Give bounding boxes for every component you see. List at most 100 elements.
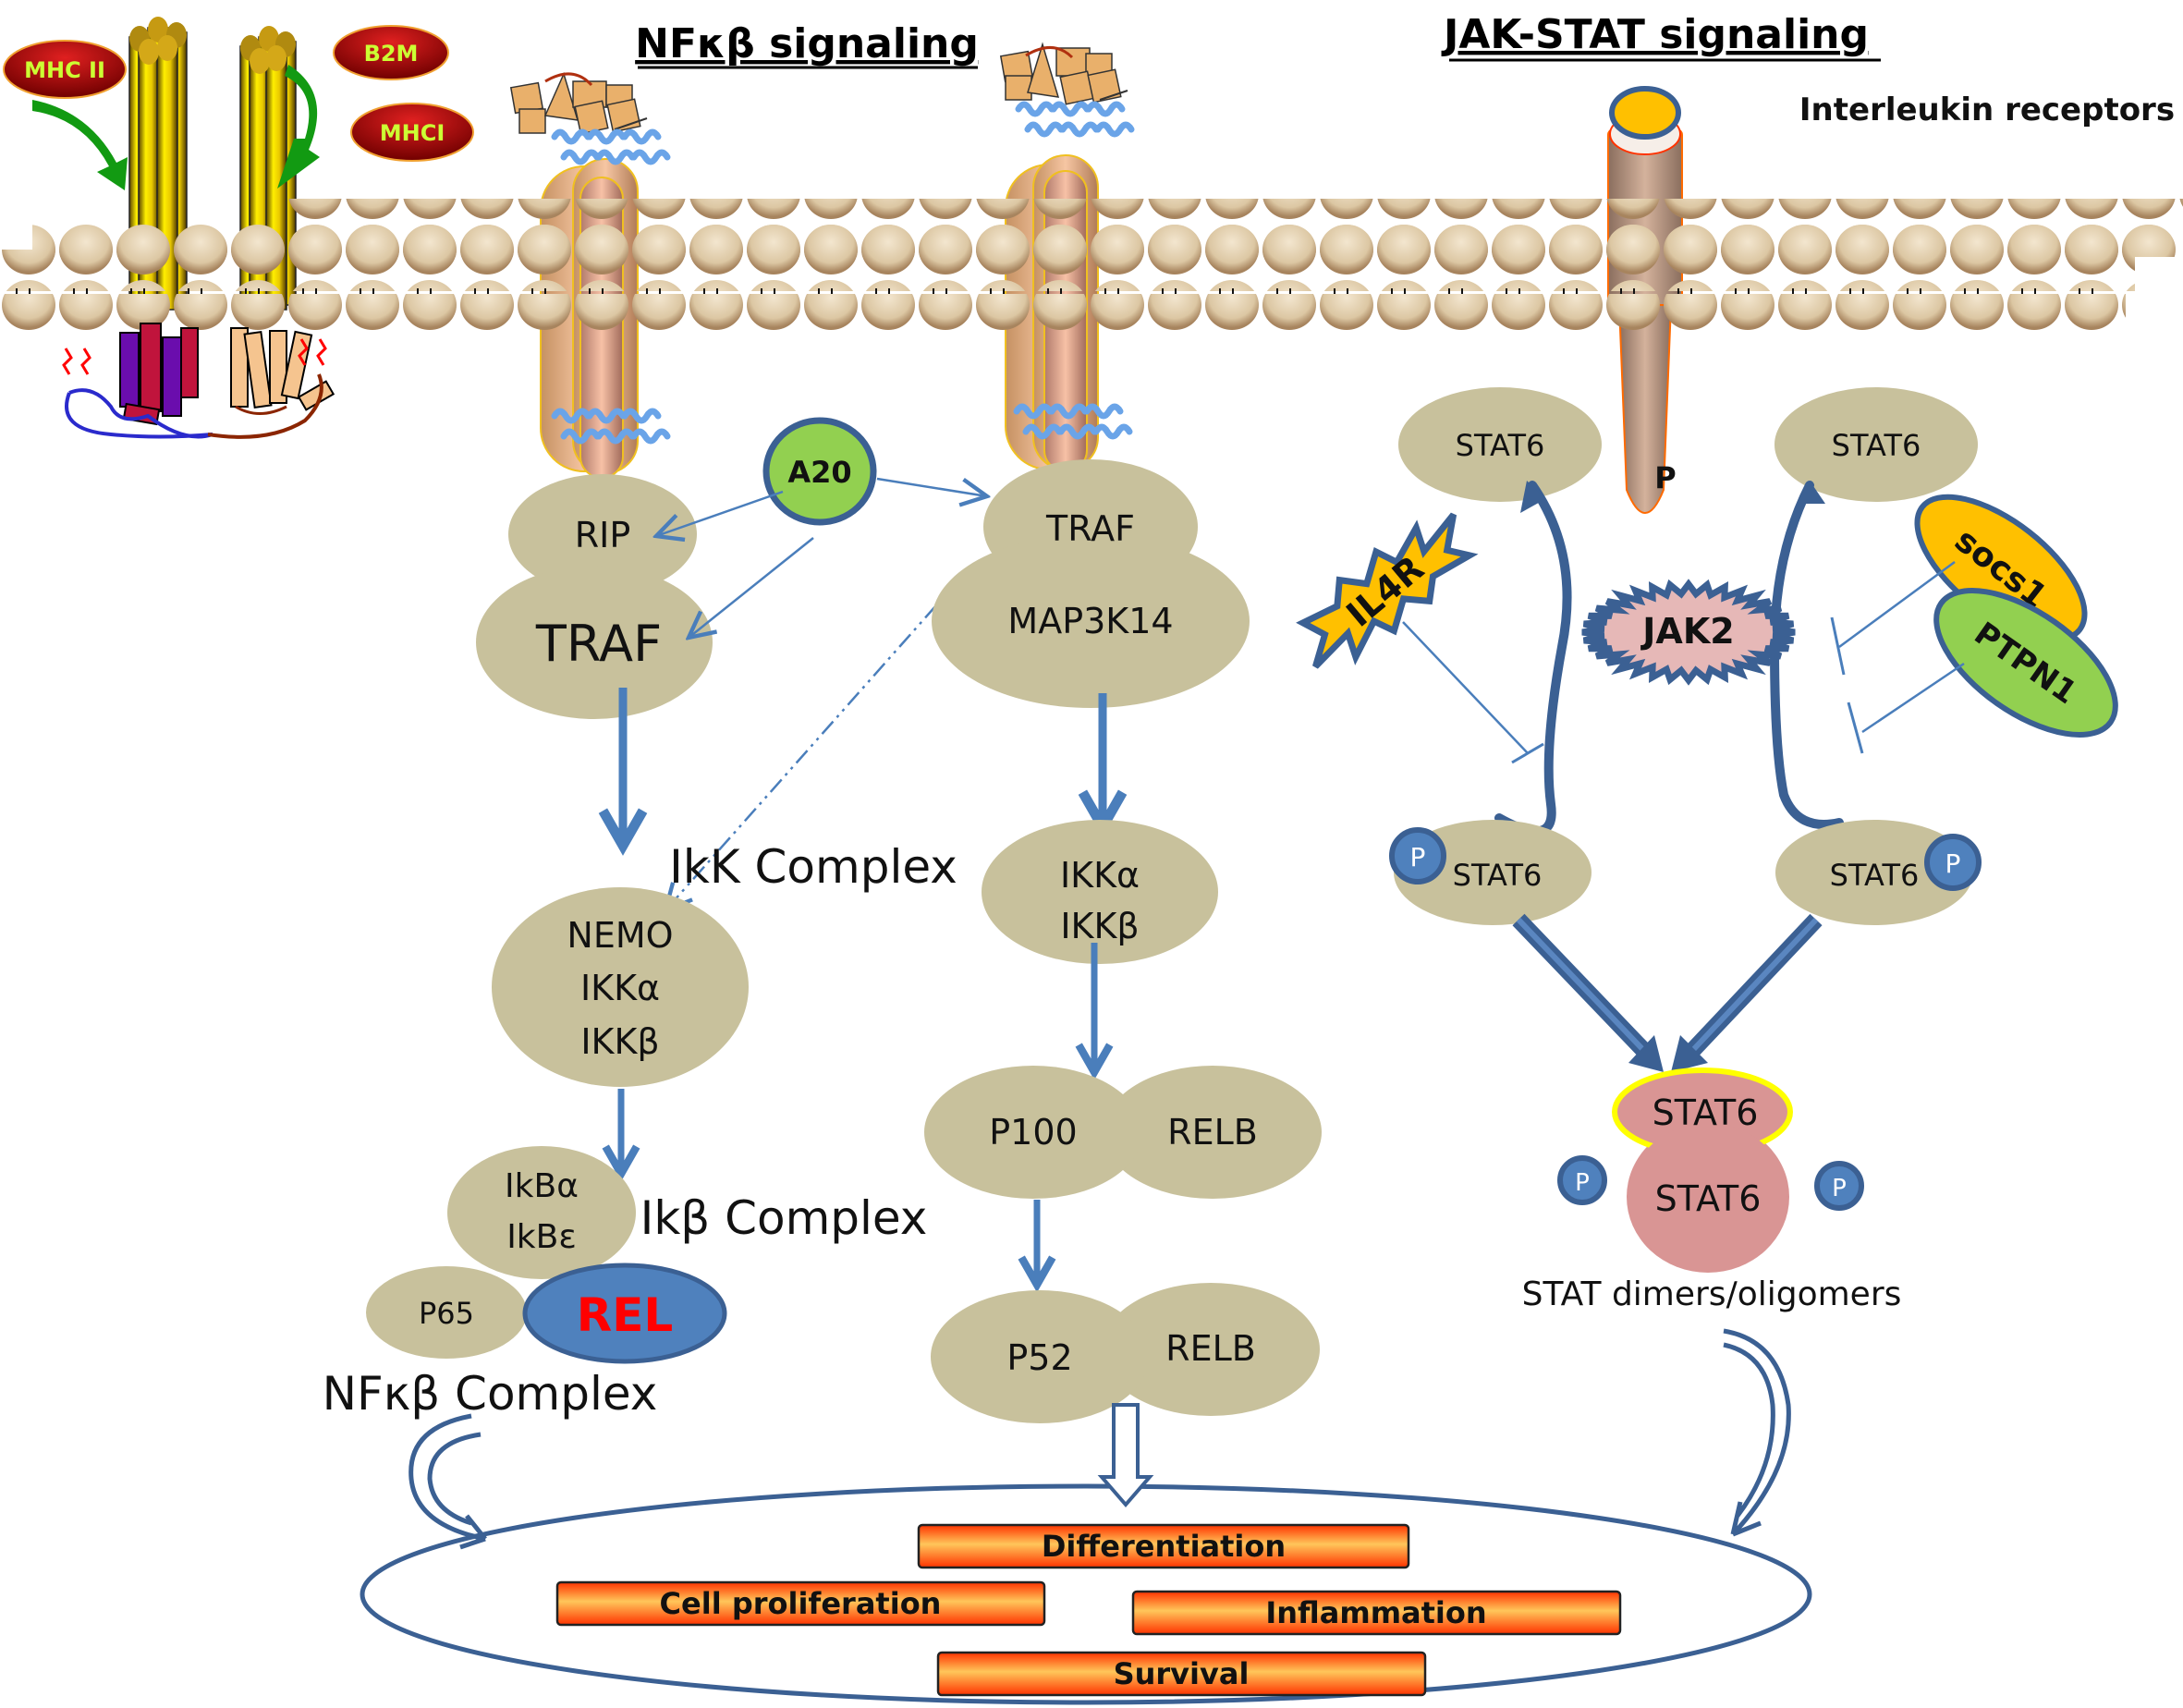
ikb-complex-label: Ikβ Complex — [640, 1191, 928, 1245]
mhc2-cytoplasmic-domain — [62, 323, 213, 439]
phospho-badge-left: P — [1389, 827, 1446, 884]
interleukin-receptors-label: Interleukin receptors — [1799, 92, 2175, 128]
stat6-top-left-label: STAT6 — [1456, 428, 1545, 463]
phospho-left-label: P — [1410, 842, 1426, 872]
stat6-right-activation-curve — [1769, 481, 1844, 829]
ptpn1-inhibition-line — [1861, 662, 1965, 734]
phospho-badge-right: P — [1924, 834, 1982, 891]
outcome-cell-proliferation: Cell proliferation — [555, 1580, 1046, 1627]
il4r-inhibition-bar — [1511, 742, 1544, 764]
dimer-top-label: STAT6 — [1652, 1092, 1759, 1133]
p65-label: P65 — [419, 1296, 474, 1331]
nemo-label: NEMO — [567, 915, 673, 956]
phospho-badge-dimer-right: P — [1814, 1161, 1864, 1211]
mhc1-badge: MHCI — [350, 103, 474, 162]
socs1-inhibition-line — [1838, 560, 1956, 649]
mhc1-cytoplasmic-domain — [207, 327, 335, 439]
phospho-badge-dimer-left: P — [1557, 1155, 1607, 1205]
a20-to-traf-arrow — [689, 537, 814, 638]
stat-dimers-label: STAT dimers/oligomers — [1522, 1275, 1902, 1313]
mhc2-label: MHC II — [24, 57, 105, 83]
socs1-inhibition-bar — [1830, 616, 1846, 676]
ptpn1-node: PTPN1 — [1933, 588, 2118, 738]
relb-label-2: RELB — [1165, 1328, 1256, 1369]
ikka-right-label: IKKα — [1060, 855, 1140, 896]
map3k14-label: MAP3K14 — [1007, 601, 1173, 641]
ikk-right-node: IKKα IKKβ — [982, 820, 1218, 964]
ikk-complex-label: IkK Complex — [669, 840, 957, 894]
rip-label: RIP — [575, 515, 631, 555]
traf-node-left — [476, 566, 713, 719]
nfkb-complex-to-outcome-arrow — [409, 1413, 487, 1550]
outcome-inflammation: Inflammation — [1131, 1590, 1622, 1636]
stat-dimer-to-outcome-arrow — [1723, 1328, 1791, 1537]
a20-label: A20 — [787, 455, 851, 490]
phospho-right-label: P — [1945, 848, 1961, 879]
mhc1-label: MHCI — [380, 120, 445, 146]
traf-left-label: TRAF — [535, 615, 662, 673]
rip-node — [508, 474, 697, 594]
mhc2-green-arrow — [32, 100, 128, 190]
nemo-ikk-node: NEMO IKKα IKKβ — [492, 887, 749, 1087]
lipid-row-bottom — [0, 294, 2126, 336]
il4r-inhibition-line — [1402, 621, 1529, 754]
stat6-phospho-right-node: STAT6 — [1775, 820, 1973, 925]
ikkb-left-label: IKKβ — [580, 1021, 659, 1062]
phospho-dimer-right-label: P — [1832, 1175, 1847, 1202]
stat6-left-activation-curve — [1494, 481, 1572, 836]
stat6-top-right-label: STAT6 — [1832, 428, 1921, 463]
ikbe-label: IkBε — [506, 1218, 577, 1256]
rel-label: REL — [577, 1288, 674, 1342]
cell-proliferation-label: Cell proliferation — [660, 1586, 942, 1621]
stat6-phospho-left-label: STAT6 — [1453, 858, 1543, 893]
p52-to-outcome-arrow — [1097, 1403, 1154, 1508]
stat6-top-left-node: STAT6 — [1398, 387, 1602, 502]
nucleus-outcome-ellipse — [360, 1483, 1812, 1705]
jak2-label: JAK2 — [1640, 611, 1734, 652]
ligand-protein-right — [999, 42, 1128, 105]
a20-to-traf-right-arrow — [876, 477, 987, 496]
jak2-node: JAK2 — [1581, 579, 1796, 686]
inflammation-label: Inflammation — [1265, 1595, 1486, 1630]
relb-label-1: RELB — [1167, 1112, 1258, 1153]
map3k14-to-nemo-dashed-arrow — [665, 604, 937, 910]
traf-right-label: TRAF — [1045, 508, 1135, 549]
cell-membrane — [0, 17, 2183, 514]
stat6-right-to-dimer-arrow — [1671, 913, 1823, 1072]
jakstat-signaling-title: JAK-STAT signaling — [1441, 11, 1869, 58]
nfkb-signaling-title: NFκβ signaling — [635, 20, 979, 67]
mhc2-badge: MHC II — [3, 40, 127, 99]
stat6-left-to-dimer-arrow — [1512, 913, 1664, 1072]
ligand-protein-left — [509, 71, 648, 135]
map3k14-node — [932, 534, 1250, 708]
stat6-dimer-node: STAT6 STAT6 — [1612, 1068, 1793, 1273]
b2m-label: B2M — [364, 41, 419, 67]
p52-relb-node: P52 RELB — [931, 1283, 1320, 1423]
ptpn1-inhibition-bar — [1847, 702, 1864, 754]
stat6-top-right-node: STAT6 — [1774, 387, 1978, 502]
rel-node: REL — [522, 1263, 727, 1364]
ikka-left-label: IKKα — [580, 968, 660, 1008]
differentiation-label: Differentiation — [1042, 1529, 1286, 1564]
ikkb-right-label: IKKβ — [1060, 906, 1139, 946]
ikba-label: IkBα — [505, 1167, 579, 1205]
p65-node: P65 — [366, 1266, 527, 1359]
p52-label: P52 — [1006, 1337, 1072, 1378]
outcome-differentiation: Differentiation — [917, 1523, 1410, 1569]
dimer-bottom-label: STAT6 — [1655, 1178, 1762, 1219]
phospho-dimer-left-label: P — [1575, 1169, 1590, 1197]
il4r-node: IL4R — [1296, 512, 1479, 669]
blue-squiggles — [551, 101, 1135, 445]
nfkb-complex-label: NFκβ Complex — [323, 1367, 658, 1421]
a20-node: A20 — [762, 417, 877, 526]
mhc1-green-arrow — [277, 65, 320, 189]
a20-to-rip-arrow — [656, 490, 784, 536]
ikb-node: IkBα IkBε — [447, 1146, 636, 1279]
lipid-row-3 — [0, 250, 2135, 291]
p100-relb-node: P100 RELB — [924, 1066, 1322, 1199]
survival-label: Survival — [1114, 1656, 1250, 1691]
p100-label: P100 — [989, 1112, 1077, 1153]
b2m-badge: B2M — [333, 25, 449, 80]
receptor-phospho-label: P — [1654, 460, 1676, 495]
